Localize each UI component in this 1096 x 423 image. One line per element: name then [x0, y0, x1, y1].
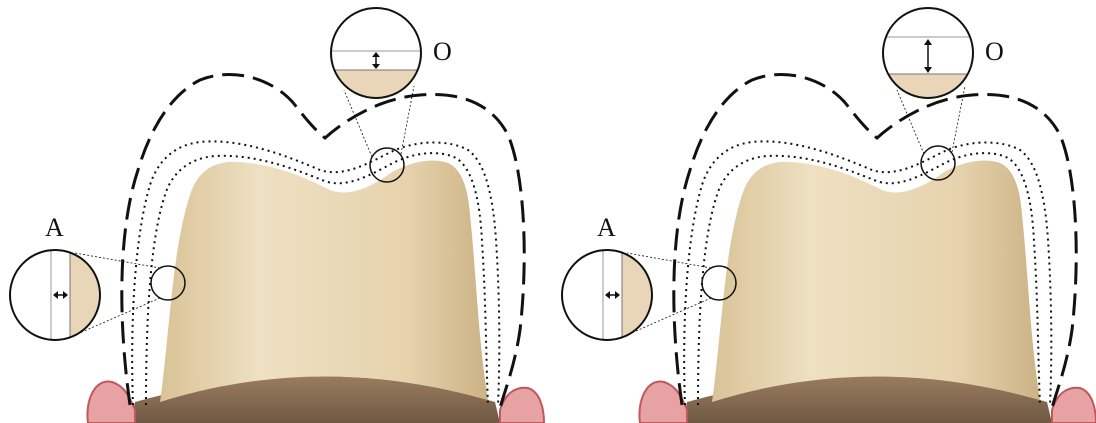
gum-right [1052, 388, 1096, 423]
occlusal-magnifier [882, 8, 974, 100]
axial-magnifier [560, 248, 652, 340]
occlusal-leader-left [897, 90, 924, 154]
axial-label: A [45, 213, 64, 242]
occlusal-leader-left [344, 90, 372, 157]
occlusal-label: O [985, 37, 1004, 66]
panel-1: O A [8, 8, 544, 423]
occlusal-detail-marker [921, 146, 955, 180]
prepared-tooth [712, 160, 1040, 402]
axial-label: A [597, 213, 616, 242]
panel-2: O A [560, 8, 1096, 423]
prepared-tooth [160, 160, 488, 402]
axial-magnifier [8, 248, 100, 340]
occlusal-label: O [433, 37, 452, 66]
gum-right [500, 388, 544, 423]
occlusal-magnifier [330, 8, 422, 100]
